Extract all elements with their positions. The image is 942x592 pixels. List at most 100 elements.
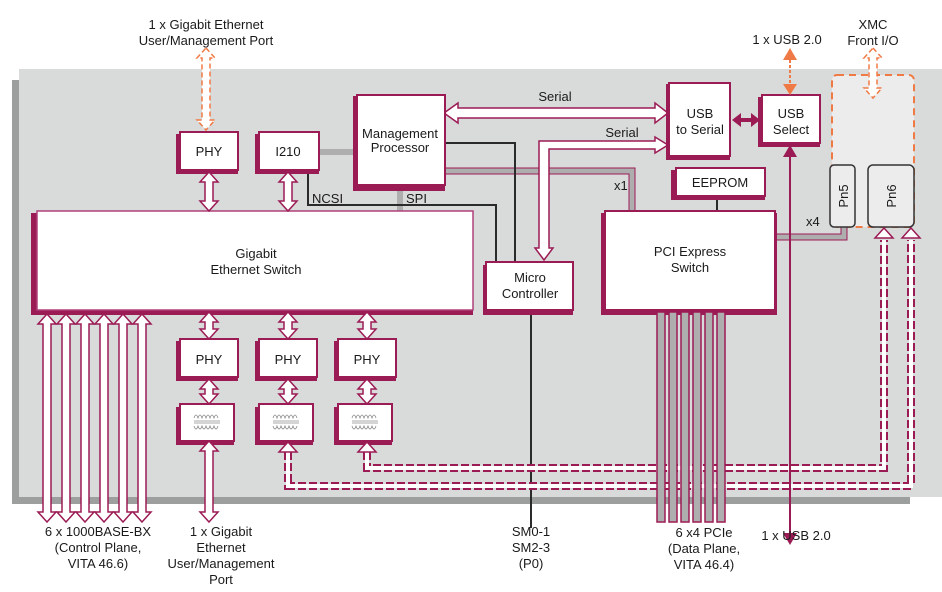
- block-pci-express-switch: PCI Express Switch: [601, 210, 777, 315]
- pn5-label: Pn5: [836, 184, 851, 207]
- route-arrowhead-3: [873, 226, 895, 239]
- pn6-label: Pn6: [884, 184, 899, 207]
- xmc-label-1: XMC: [859, 17, 888, 32]
- bottom-bx-label-1: 6 x 1000BASE-BX: [45, 524, 152, 539]
- bottom-sm-label-2: SM2-3: [512, 540, 550, 555]
- bx-arrow-4: [93, 312, 115, 524]
- bottom-bx-label-3: VITA 46.6): [68, 556, 128, 571]
- eeprom-label: EEPROM: [692, 175, 748, 190]
- bottom-gbe-label-2: Ethernet: [196, 540, 246, 555]
- xmc-front-io-arrow: [862, 46, 884, 100]
- block-phy-top: PHY: [176, 131, 239, 174]
- bottom-pcie-label-3: VITA 46.4): [674, 557, 734, 572]
- pcie-switch-label-2: Switch: [671, 260, 709, 275]
- usb-select-label-2: Select: [773, 122, 810, 137]
- xmc-label-2: Front I/O: [847, 33, 898, 48]
- phy-1-label: PHY: [196, 352, 223, 367]
- pcie-lane-2: [668, 311, 678, 523]
- spi-label: SPI: [406, 191, 427, 206]
- phy-3-label: PHY: [354, 352, 381, 367]
- bottom-bx-label-2: (Control Plane,: [55, 540, 142, 555]
- transformer-2: [255, 403, 314, 445]
- block-management-processor: Management Processor: [353, 94, 446, 191]
- gray-link-borders: [444, 167, 848, 241]
- route-xfmr3-pn6: [363, 240, 888, 472]
- pcie-lane-3: [680, 311, 690, 523]
- mgmt-label-2: Processor: [371, 140, 430, 155]
- coil-icon: [351, 424, 377, 430]
- block-usb-select: USB Select: [758, 94, 821, 147]
- block-phy-1: PHY: [176, 338, 239, 381]
- transformer-3: [334, 403, 393, 445]
- gbe-switch-label-2: Ethernet Switch: [210, 262, 301, 277]
- micro-label-1: Micro: [514, 270, 546, 285]
- route-arrowhead-4: [900, 226, 922, 239]
- bx-arrow-6: [131, 312, 153, 524]
- i210-switch-arrow: [277, 170, 299, 213]
- top-gbe-label-2: User/Management Port: [139, 33, 274, 48]
- black-lines: [307, 142, 718, 528]
- mgmt-label-1: Management: [362, 126, 438, 141]
- block-gigabit-ethernet-switch: Gigabit Ethernet Switch: [31, 210, 474, 315]
- connector-pn5: Pn5: [829, 164, 856, 228]
- serial-1-label: Serial: [538, 89, 571, 104]
- route-arrowhead-1: [277, 440, 299, 453]
- usb-serial-label-2: to Serial: [676, 122, 724, 137]
- switch-phy-1-arrow: [198, 310, 220, 341]
- bottom-sm-label-3: (P0): [519, 556, 544, 571]
- bottom-gbe-label-4: Port: [209, 572, 233, 587]
- serial-2-label: Serial: [605, 125, 638, 140]
- bottom-pcie-label-1: 6 x4 PCIe: [675, 525, 732, 540]
- x4-label: x4: [806, 214, 820, 229]
- bottom-pcie-label-2: (Data Plane,: [668, 541, 740, 556]
- block-micro-controller: Micro Controller: [483, 261, 574, 315]
- pcie-lane-1: [656, 311, 666, 523]
- block-phy-3: PHY: [334, 338, 397, 381]
- phy-top-switch-arrow: [198, 170, 220, 213]
- transformer-1: [176, 403, 235, 445]
- i210-label: I210: [275, 144, 300, 159]
- gbe-switch-label-1: Gigabit: [235, 246, 277, 261]
- switch-phy-2-arrow: [277, 310, 299, 341]
- pcie-lane-6: [716, 311, 726, 523]
- top-gbe-label-1: 1 x Gigabit Ethernet: [149, 17, 264, 32]
- usb-serial-label-1: USB: [687, 106, 714, 121]
- connector-pn6: Pn6: [867, 164, 915, 228]
- bottom-gbe-label-1: 1 x Gigabit: [190, 524, 253, 539]
- coil-icon: [272, 424, 298, 430]
- phy-xfmr-3-arrow: [356, 377, 378, 406]
- micro-label-2: Controller: [502, 286, 559, 301]
- route-xfmr2-pn6: [284, 240, 915, 490]
- coil-icon: [272, 414, 298, 420]
- usb-links: [732, 48, 797, 545]
- phy-top-label: PHY: [196, 144, 223, 159]
- serial-arrow-2: [533, 135, 670, 262]
- phy-2-label: PHY: [275, 352, 302, 367]
- pcie-lane-5: [704, 311, 714, 523]
- bx-arrow-1: [36, 312, 58, 524]
- bx-arrow-5: [112, 312, 134, 524]
- bx-arrow-2: [55, 312, 77, 524]
- block-eeprom: EEPROM: [671, 167, 766, 200]
- pcie-lane-4: [692, 311, 702, 523]
- phy-xfmr-1-arrow: [198, 377, 220, 406]
- coil-icon: [193, 424, 219, 430]
- x1-label: x1: [614, 178, 628, 193]
- bottom-sm-label-1: SM0-1: [512, 524, 550, 539]
- coil-icon: [193, 414, 219, 420]
- switch-phy-3-arrow: [356, 310, 378, 341]
- block-usb-to-serial: USB to Serial: [666, 82, 731, 160]
- pcie-switch-label-1: PCI Express: [654, 244, 727, 259]
- usb-select-label-1: USB: [778, 106, 805, 121]
- ncsi-label: NCSI: [312, 191, 343, 206]
- block-i210: I210: [255, 131, 320, 174]
- bx-arrow-3: [74, 312, 96, 524]
- bottom-gbe-label-3: User/Management: [168, 556, 275, 571]
- top-usb-label: 1 x USB 2.0: [752, 32, 821, 47]
- block-phy-2: PHY: [255, 338, 318, 381]
- gbe-bottom-external-arrow: [198, 439, 220, 524]
- bottom-usb-label: 1 x USB 2.0: [761, 528, 830, 543]
- coil-icon: [351, 414, 377, 420]
- phy-xfmr-2-arrow: [277, 377, 299, 406]
